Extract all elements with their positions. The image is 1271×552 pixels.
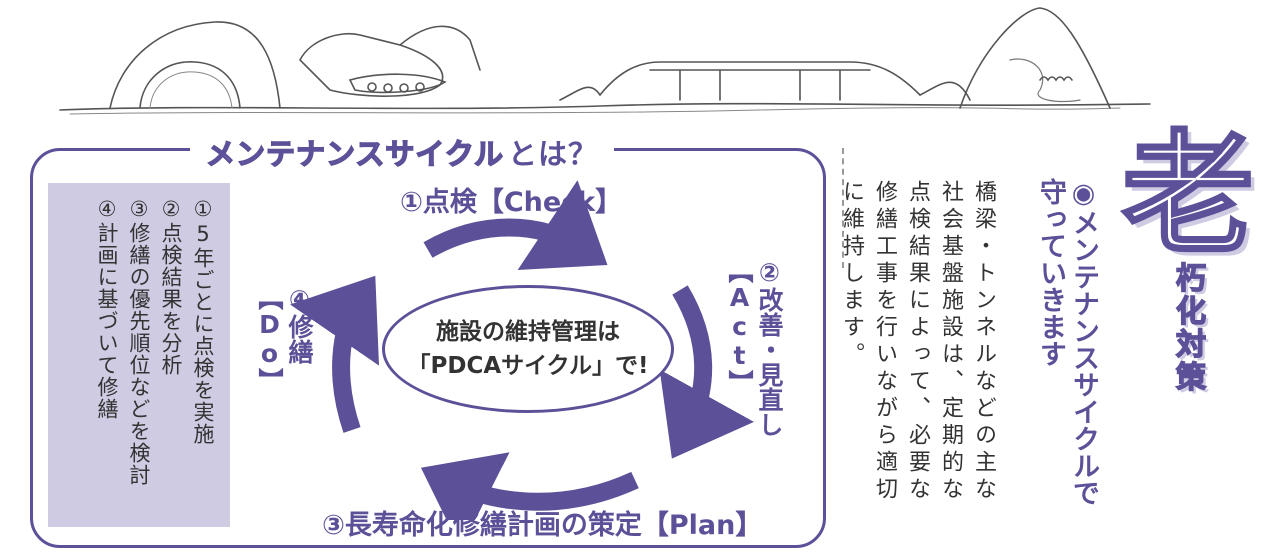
steps-list-item: ②点検結果を分析 [159,197,183,376]
cycle-step-plan: ③長寿命化修繕計画の策定【Plan】 [322,510,763,541]
cycle-step-act: ②改善・見直し【Act】 [725,258,784,437]
pdca-cycle-arrows [290,180,755,520]
cycle-title: メンテナンスサイクル とは？ [190,132,614,172]
steps-list-item: ④計画に基づいて修繕 [95,197,119,420]
cycle-title-outlined: メンテナンスサイクル [205,136,504,172]
header-sketch-illustration [59,7,1151,115]
cycle-step-do: ④修繕【Do】 [255,285,314,393]
arrow-check-to-act [423,180,608,271]
body-text: 橋梁・トンネルなどの主な社会基盤施設は、定期的な点検結果によって、必要な修繕工事… [839,180,996,504]
arrow-act-to-plan [659,285,755,459]
steps-list-box: ①5年ごとに点検を実施 ②点検結果を分析 ③修繕の優先順位などを検討 ④計画に基… [48,183,230,527]
headline: ◉メンテナンスサイクルで守っていきます [1035,178,1099,506]
cycle-step-check: ①点検【Check】 [400,187,623,218]
arrow-do-to-check [290,275,380,433]
center-line-1: 施設の維持管理は [436,319,620,345]
big-title-sub: 朽化対策 [1169,261,1206,395]
steps-list-item: ①5年ごとに点検を実施 [191,197,215,445]
steps-list: ①5年ごとに点検を実施 ②点検結果を分析 ③修繕の優先順位などを検討 ④計画に基… [94,197,216,517]
cycle-center-ellipse: 施設の維持管理は 「PDCAサイクル」で! [382,285,674,413]
big-title-char: 老 [1121,118,1256,272]
divider [842,148,844,268]
arrow-plan-to-do [420,452,639,520]
cycle-title-solid: とは？ [507,137,598,171]
center-line-2: 「PDCAサイクル」で! [407,353,649,379]
steps-list-item: ③修繕の優先順位などを検討 [127,197,151,486]
